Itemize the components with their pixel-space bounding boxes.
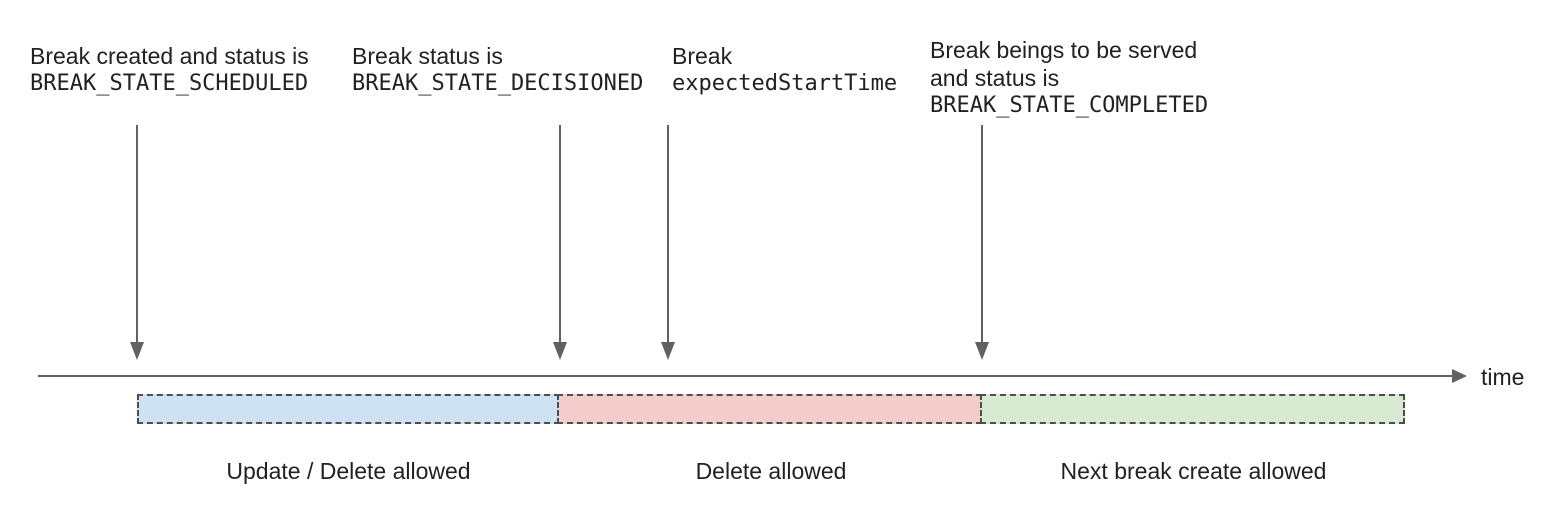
annotation-text: Break beings to be served [930, 37, 1198, 63]
segment-update-delete-allowed [137, 394, 560, 424]
segment-delete-allowed [557, 394, 983, 424]
annotation-expected-start-time: Break expectedStartTime [672, 42, 897, 98]
annotation-break-completed: Break beings to be served and status is … [930, 36, 1208, 120]
annotation-text: Break [672, 43, 733, 69]
down-arrow-head-expected-start [661, 342, 675, 360]
time-axis-arrowhead-icon [1452, 369, 1467, 383]
down-arrow-head-decisioned [553, 342, 567, 360]
segment-next-break-create-allowed [979, 394, 1405, 424]
annotation-text: Break status is [352, 43, 503, 69]
segment-label-update-delete: Update / Delete allowed [226, 458, 471, 484]
time-axis-label: time [1481, 364, 1525, 390]
down-arrow-head-scheduled [130, 342, 144, 360]
segment-label-next-break: Next break create allowed [1060, 458, 1327, 484]
down-arrow-shaft-decisioned [559, 125, 561, 344]
annotation-break-scheduled: Break created and status is BREAK_STATE_… [30, 42, 309, 98]
annotation-code: expectedStartTime [672, 71, 898, 96]
timeline-segments [137, 394, 1405, 424]
segment-labels-row: Update / Delete allowed Delete allowed N… [137, 458, 1405, 485]
down-arrow-shaft-expected-start [667, 125, 669, 344]
annotation-code: BREAK_STATE_SCHEDULED [30, 71, 309, 96]
annotation-code: BREAK_STATE_DECISIONED [352, 71, 644, 96]
annotation-break-decisioned: Break status is BREAK_STATE_DECISIONED [352, 42, 643, 98]
time-axis-line [38, 375, 1452, 377]
annotation-code: BREAK_STATE_COMPLETED [930, 93, 1209, 118]
annotation-text: Break created and status is [30, 43, 309, 69]
down-arrow-shaft-completed [981, 125, 983, 344]
down-arrow-shaft-scheduled [136, 125, 138, 344]
down-arrow-head-completed [975, 342, 989, 360]
annotation-text: and status is [930, 65, 1060, 91]
segment-label-delete: Delete allowed [695, 458, 847, 484]
